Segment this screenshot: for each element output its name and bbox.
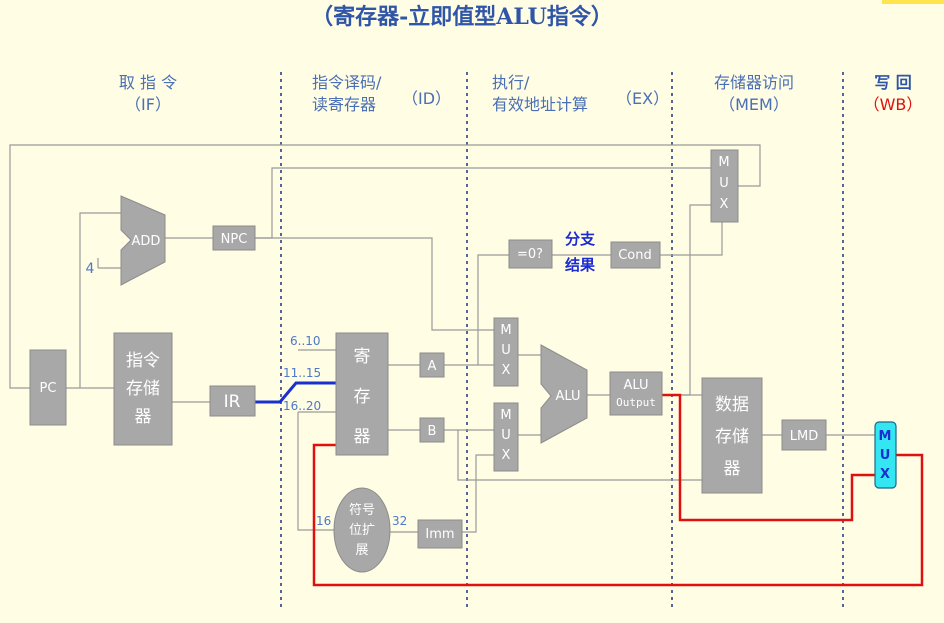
instruction-memory: 指令 存储 器	[113, 332, 173, 446]
wb-mux-x: X	[880, 467, 890, 482]
mux1-u: U	[501, 343, 511, 358]
npc-register: NPC	[212, 225, 256, 251]
stage-wb-name: 写 回	[874, 73, 912, 92]
branch-label-1: 分支	[565, 230, 596, 248]
wb-mux-u: U	[880, 448, 891, 463]
diagram-title: （寄存器-立即值型ALU指令）	[311, 4, 613, 30]
stage-id-name-line2: 读寄存器	[312, 95, 376, 114]
cond-label: Cond	[618, 248, 652, 263]
writeback-mux: M U X	[874, 421, 897, 489]
regfile-label-1: 寄	[354, 347, 371, 367]
instr-mem-label-1: 指令	[126, 351, 160, 371]
ir-register: IR	[209, 385, 256, 417]
zero-test: =0?	[508, 239, 553, 269]
ir-label: IR	[224, 392, 241, 412]
const-4-label: 4	[86, 261, 95, 277]
mux2-x: X	[502, 448, 511, 463]
alu-input-mux-a: M U X	[493, 317, 519, 387]
sign-extend-unit: 符号 位扩 展	[333, 487, 391, 573]
pc-register: PC	[29, 349, 67, 426]
wb-mux-m: M	[879, 429, 892, 444]
mux-top-u: U	[719, 176, 729, 191]
stage-if-name: 取 指 令	[119, 73, 177, 92]
sign-ext-label-1: 符号	[349, 502, 375, 518]
adder: ADD	[120, 195, 166, 286]
mux2-m: M	[500, 408, 511, 423]
pc-label: PC	[40, 381, 57, 396]
ir-to-regfile-path	[255, 381, 336, 404]
stage-id-abbr: （ID）	[402, 89, 451, 108]
alu-to-wb-mux-path	[662, 393, 875, 522]
stage-ex-name-line2: 有效地址计算	[492, 95, 588, 114]
reg-a: A	[419, 352, 445, 378]
gray-wires	[9, 144, 875, 533]
instr-mem-label-2: 存储	[126, 379, 160, 399]
stage-ex-abbr: （EX）	[616, 89, 669, 108]
stage-if-abbr: （IF）	[125, 95, 171, 114]
stage-ex-label: 执行/ 有效地址计算 （EX）	[492, 73, 669, 114]
zero-test-label: =0?	[517, 247, 543, 262]
imm-register: Imm	[417, 519, 463, 549]
alu-label: ALU	[555, 389, 580, 404]
npc-label: NPC	[221, 232, 248, 247]
sign-ext-label-2: 位扩	[349, 523, 375, 538]
sign-ext-label-3: 展	[355, 543, 368, 558]
stage-id-name-line1: 指令译码/	[312, 73, 382, 92]
corner-tab	[882, 0, 944, 4]
alu-input-mux-b: M U X	[493, 402, 519, 472]
alu-output-label-2: Output	[616, 396, 656, 409]
wb-to-regfile-path	[312, 443, 924, 587]
register-file: 寄 存 器	[335, 332, 389, 456]
stage-if-label: 取 指 令 （IF）	[119, 73, 177, 114]
regfile-label-2: 存	[354, 387, 371, 407]
field-rt-label: 11..15	[283, 366, 321, 380]
data-mem-label-1: 数据	[715, 395, 749, 415]
mux1-x: X	[502, 363, 511, 378]
field-rd-label: 16..20	[283, 399, 321, 413]
field-rs-label: 6..10	[290, 334, 321, 348]
mux1-m: M	[500, 323, 511, 338]
mux2-u: U	[501, 428, 511, 443]
imm-label: Imm	[425, 527, 454, 542]
lmd-label: LMD	[790, 429, 818, 444]
branch-label-2: 结果	[565, 256, 596, 274]
sign-ext-in-label: 16	[316, 514, 331, 528]
stage-wb-label: 写 回 （WB）	[864, 73, 923, 114]
cond-register: Cond	[610, 241, 661, 269]
lmd-register: LMD	[781, 419, 827, 451]
reg-a-label: A	[428, 359, 437, 374]
alu: ALU	[540, 344, 588, 444]
stage-id-label: 指令译码/ 读寄存器 （ID）	[312, 73, 451, 114]
data-mem-label-2: 存储	[715, 427, 749, 447]
sign-ext-out-label: 32	[392, 514, 407, 528]
mux-top-x: X	[720, 197, 729, 212]
stage-ex-name-line1: 执行/	[492, 73, 530, 92]
regfile-label-3: 器	[354, 427, 371, 447]
stage-mem-abbr: （MEM）	[719, 95, 789, 114]
pc-select-mux: M U X	[710, 149, 739, 223]
reg-b: B	[419, 417, 445, 443]
adder-label: ADD	[132, 234, 161, 249]
alu-output-label-1: ALU	[623, 378, 648, 393]
data-mem-label-3: 器	[724, 459, 741, 479]
stage-mem-name: 存储器访问	[714, 73, 794, 92]
instr-mem-label-3: 器	[135, 407, 152, 427]
data-memory: 数据 存储 器	[701, 377, 763, 494]
stage-wb-abbr: （WB）	[864, 95, 923, 114]
mux-top-m: M	[718, 155, 729, 170]
stage-mem-label: 存储器访问 （MEM）	[714, 73, 794, 114]
reg-b-label: B	[428, 424, 437, 439]
alu-output-register: ALU Output	[609, 371, 663, 416]
